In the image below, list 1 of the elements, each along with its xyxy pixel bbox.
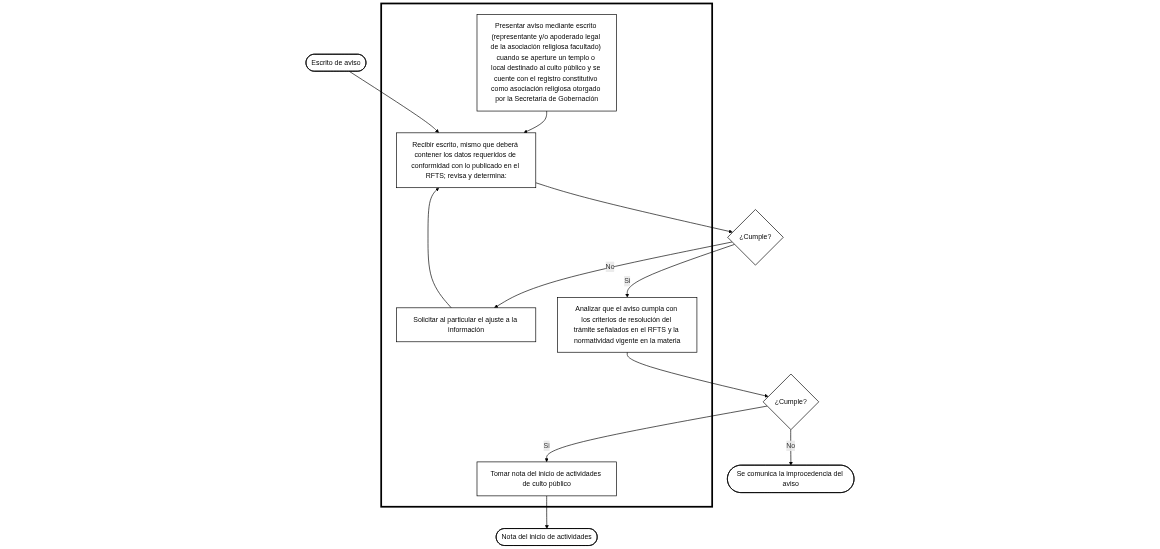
cluster: [380, 2, 714, 508]
